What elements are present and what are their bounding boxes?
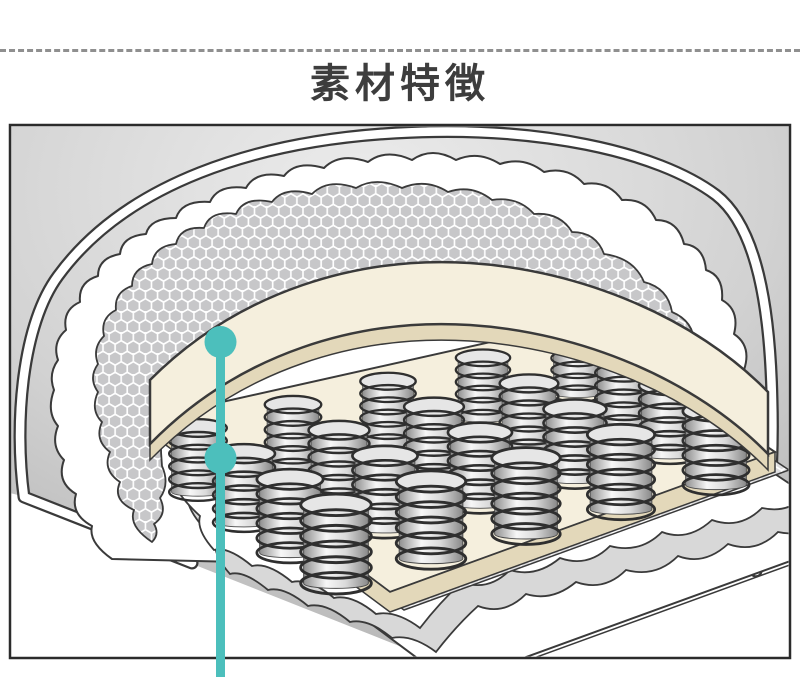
- mattress-cutaway-illustration: [8, 123, 792, 677]
- page-title: 素材特徴: [310, 62, 490, 106]
- callout-marker-lower: [204, 442, 237, 474]
- callout-marker-upper: [204, 326, 237, 358]
- mattress-structure-diagram: [0, 122, 800, 677]
- pocket-coil: [585, 422, 657, 522]
- diagram-frame-border: [8, 123, 792, 660]
- pocket-coil: [394, 469, 468, 571]
- callout-markers: [204, 326, 237, 677]
- top-foam-layer: [148, 260, 770, 472]
- cover-cut-edge: [13, 126, 779, 578]
- pocket-coil: [490, 446, 562, 546]
- pocket-coil: [299, 492, 373, 596]
- callout-line: [216, 342, 225, 677]
- dashed-divider: [0, 49, 800, 52]
